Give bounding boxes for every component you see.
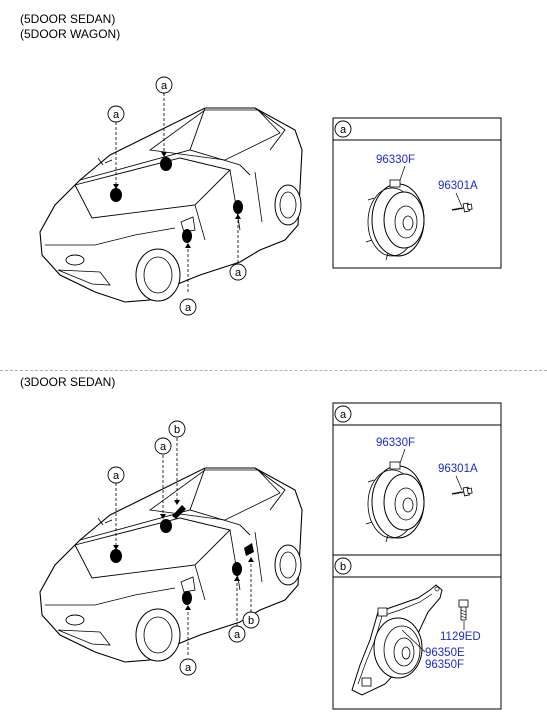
- leader-lines-3door: [115, 438, 252, 655]
- svg-text:a: a: [235, 267, 242, 279]
- callout-b-quarter-3door: b: [242, 611, 260, 629]
- leader-lines-5door: [115, 93, 239, 292]
- callout-a-roof-5door: a: [155, 76, 173, 94]
- callout-b-roof-3door: b: [168, 420, 186, 438]
- svg-text:b: b: [340, 561, 346, 573]
- part-number-96350E-3door: 96350E: [425, 647, 465, 659]
- leader-96301A-3door: [455, 475, 463, 491]
- part-number-96301A-5door: 96301A: [438, 180, 478, 192]
- svg-text:a: a: [340, 124, 347, 136]
- speaker-location-rear-door-5door: [233, 200, 243, 214]
- detail-box-a-5door: a: [332, 117, 502, 269]
- callout-a-front-door-3door: a: [179, 658, 197, 676]
- speaker-location-windshield-5door: [110, 188, 122, 202]
- part-number-96350F-3door: 96350F: [425, 659, 464, 671]
- svg-text:b: b: [174, 424, 180, 436]
- variant-5door-wagon: (5DOOR WAGON): [20, 27, 121, 41]
- car-illustration-5door: [39, 107, 303, 303]
- speaker-location-windshield-3door: [110, 549, 122, 563]
- svg-text:a: a: [185, 662, 192, 674]
- svg-text:b: b: [248, 615, 254, 627]
- svg-text:a: a: [160, 441, 167, 453]
- svg-text:a: a: [234, 629, 241, 641]
- speaker-location-roof-5door: [160, 157, 172, 171]
- part-number-96330F-3door: 96330F: [376, 437, 415, 449]
- arrowheads-5door: [113, 152, 241, 248]
- svg-text:a: a: [185, 302, 192, 314]
- car-illustration-3door: [39, 467, 303, 663]
- rear-speaker-part-3door: [351, 584, 443, 696]
- callout-a-rear-door-5door: a: [229, 263, 247, 281]
- part-number-1129ED-3door: 1129ED: [440, 631, 481, 643]
- part-number-96330F-5door: 96330F: [376, 154, 415, 166]
- callout-a-windshield-5door: a: [107, 105, 125, 123]
- leader-96301A-5door: [455, 192, 463, 208]
- speaker-location-front-door-5door: [182, 229, 192, 243]
- speaker-location-roof-3door: [160, 519, 172, 533]
- speaker-location-quarter-3door: [244, 543, 254, 556]
- callout-a-roof-3door: a: [154, 437, 172, 455]
- bolt-part-3door: [458, 599, 469, 621]
- svg-text:a: a: [113, 470, 120, 482]
- speaker-location-roof-rear-3door: [172, 505, 186, 519]
- callout-a-windshield-3door: a: [107, 466, 125, 484]
- arrowheads-3door: [113, 500, 254, 610]
- variant-5door-sedan: (5DOOR SEDAN): [20, 12, 116, 26]
- svg-text:a: a: [161, 80, 168, 92]
- svg-text:a: a: [113, 109, 120, 121]
- speaker-location-front-door-3door: [182, 591, 192, 605]
- svg-text:a: a: [340, 409, 347, 421]
- leader-96350E-3door: [401, 629, 426, 653]
- speaker-location-rear-door-3door: [232, 562, 242, 576]
- callout-a-front-door-5door: a: [179, 298, 197, 316]
- variant-3door-sedan: (3DOOR SEDAN): [20, 375, 116, 389]
- part-number-96301A-3door: 96301A: [438, 463, 478, 475]
- section-divider: [0, 370, 547, 371]
- callout-a-door-3door: a: [228, 625, 246, 643]
